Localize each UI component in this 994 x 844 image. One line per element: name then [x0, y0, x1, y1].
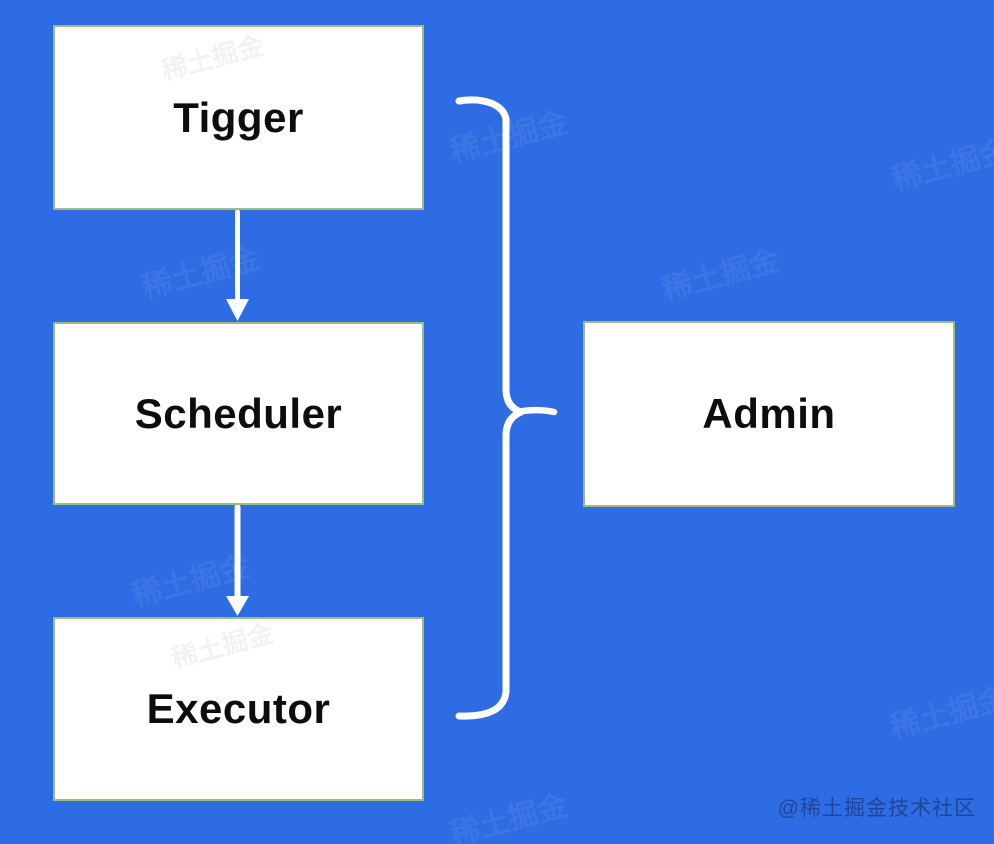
node-executor: Executor	[53, 617, 424, 801]
watermark-credit: @稀土掘金技术社区	[777, 797, 976, 820]
node-executor-label: Executor	[146, 685, 331, 732]
arrowhead-tigger-to-scheduler	[226, 299, 249, 321]
faint-watermark: 稀土掘金	[138, 241, 264, 305]
faint-watermark: 稀土掘金	[128, 549, 254, 613]
faint-watermark: 稀土掘金	[446, 105, 572, 169]
node-tigger: Tigger	[53, 25, 424, 210]
faint-watermark: 稀土掘金	[886, 681, 994, 745]
node-tigger-label: Tigger	[173, 93, 304, 141]
node-scheduler: Scheduler	[53, 322, 424, 505]
node-scheduler-label: Scheduler	[134, 389, 343, 437]
faint-watermark: 稀土掘金	[658, 243, 784, 307]
faint-watermark: 稀土掘金	[888, 133, 994, 197]
brace-to-admin-line	[514, 406, 558, 416]
arrowhead-scheduler-to-executor	[226, 596, 249, 616]
faint-watermark: 稀土掘金	[446, 788, 572, 844]
node-admin: Admin	[583, 321, 955, 507]
node-admin-label: Admin	[702, 390, 836, 437]
brace-group-left-nodes	[455, 96, 525, 720]
